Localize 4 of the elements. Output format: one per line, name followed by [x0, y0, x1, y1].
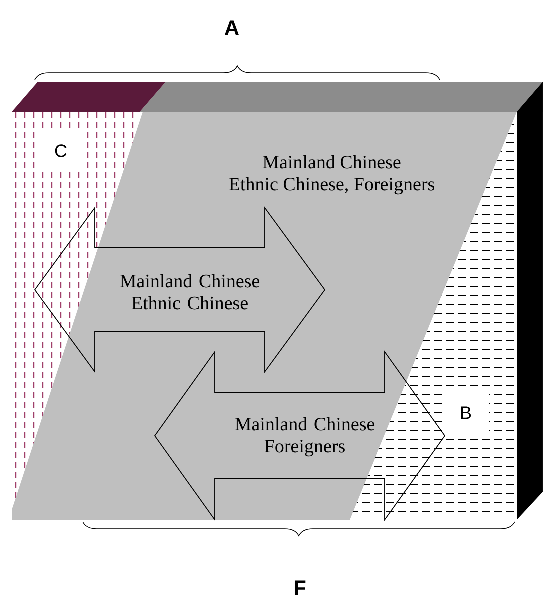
letter-box: C: [38, 130, 84, 172]
letter-box: B: [442, 392, 490, 434]
brace-label: A: [224, 20, 240, 36]
brace-label: F: [295, 580, 306, 596]
